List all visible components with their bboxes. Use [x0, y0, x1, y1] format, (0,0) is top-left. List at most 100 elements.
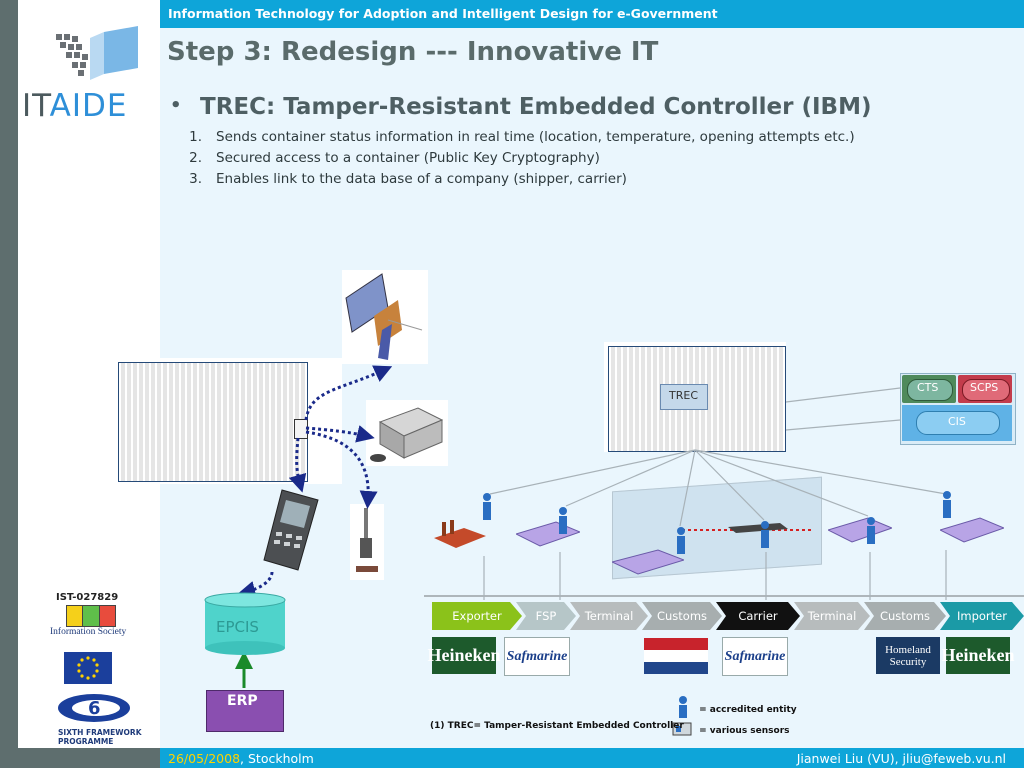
cts-button: CTS — [902, 375, 956, 403]
itaide-logo: ITAIDE — [20, 24, 156, 124]
scps-button: SCPS — [958, 375, 1012, 403]
footer-bar: 26/05/2008, Stockholm Jianwei Liu (VU), … — [160, 748, 1024, 768]
chain-step-customs-1: Customs — [642, 602, 722, 630]
chain-step-label: Customs — [656, 609, 708, 623]
framework-line1: SIXTH FRAMEWORK — [58, 728, 142, 737]
warehouse-icon-4 — [938, 516, 1006, 546]
brand-safmarine: Safmarine — [724, 648, 786, 664]
legend-sensors-text: = various sensors — [699, 726, 790, 736]
info-society-label: Information Society — [50, 627, 127, 637]
scps-label: SCPS — [970, 381, 999, 394]
brand-safmarine: Safmarine — [506, 648, 568, 664]
homeland-security-logo: Homeland Security — [876, 637, 940, 674]
antenna-icon — [356, 508, 378, 572]
gps-antenna-image — [350, 504, 384, 580]
point-2: 2. Secured access to a container (Public … — [168, 150, 600, 166]
accredited-person-icon — [758, 520, 772, 550]
accredited-person-icon — [480, 492, 494, 522]
chain-step-label: Terminal — [807, 609, 857, 623]
heineken-logo-right: Heineken — [942, 637, 1015, 674]
footer-date-text: 26/05/2008 — [168, 751, 241, 766]
legend-sensors: = various sensors — [672, 718, 790, 737]
safmarine-logo-right: Safmarine — [722, 637, 788, 676]
footer-author: Jianwei Liu (VU), jliu@feweb.vu.nl — [796, 751, 1006, 766]
netherlands-flag-icon — [644, 638, 708, 674]
brand-heineken: Heineken — [941, 645, 1015, 665]
trec-label-box: TREC — [660, 384, 708, 410]
chain-step-label: Exporter — [452, 609, 502, 623]
chain-step-fsp: FSP — [516, 602, 576, 630]
footer-left-strip — [0, 748, 160, 768]
ist-chart-icon — [66, 605, 116, 627]
cts-label: CTS — [917, 381, 939, 394]
satellite-image — [342, 270, 428, 364]
point-3-text: Enables link to the data base of a compa… — [216, 171, 627, 187]
epcis-label: EPCIS — [216, 618, 259, 636]
chain-step-terminal-1: Terminal — [570, 602, 648, 630]
chain-step-importer: Importer — [940, 602, 1024, 630]
point-3-number: 3. — [189, 171, 202, 187]
left-diagram-bg — [160, 358, 342, 484]
trec-footnote: (1) TREC= Tamper-Resistant Embedded Cont… — [430, 721, 684, 731]
point-1-number: 1. — [189, 129, 202, 145]
point-2-number: 2. — [189, 150, 202, 166]
brand-homeland-2: Security — [889, 655, 927, 668]
brand-heineken: Heineken — [427, 645, 501, 665]
header-title: Information Technology for Adoption and … — [168, 6, 718, 21]
heineken-logo-left: Heineken — [428, 637, 501, 674]
ist-logo: IST-027829 Information Society — [48, 592, 134, 640]
chain-step-carrier: Carrier — [716, 602, 800, 630]
handheld-reader-image — [252, 486, 324, 574]
legend-accredited-text: = accredited entity — [699, 704, 797, 715]
epcis-database: EPCIS — [204, 592, 286, 656]
main-bullet-text: TREC: Tamper-Resistant Embedded Controll… — [200, 94, 872, 120]
accredited-person-icon — [556, 506, 570, 536]
satellite-icon — [345, 273, 423, 360]
chain-step-label: Customs — [879, 609, 931, 623]
erp-label: ERP — [227, 693, 258, 709]
handheld-scanner-icon — [263, 489, 319, 571]
chain-step-exporter: Exporter — [432, 602, 522, 630]
sensor-box-icon — [370, 407, 444, 462]
footer-location: , Stockholm — [240, 751, 314, 766]
chain-step-terminal-2: Terminal — [794, 602, 870, 630]
framework-line2: PROGRAMME — [58, 737, 114, 746]
brand-homeland-1: Homeland — [885, 643, 931, 656]
shipping-container-image — [118, 362, 308, 482]
chain-step-label: Terminal — [584, 609, 634, 623]
warehouse-icon-1 — [514, 520, 582, 550]
legend-accredited: = accredited entity — [676, 696, 797, 718]
point-1: 1. Sends container status information in … — [168, 129, 855, 145]
logo-aide-text: AIDE — [49, 88, 128, 124]
bullet-marker: • — [170, 95, 182, 116]
chain-step-label: Importer — [957, 609, 1007, 623]
cis-label: CIS — [948, 415, 966, 428]
project-code: IST-027829 — [56, 592, 119, 603]
accredited-person-icon — [674, 526, 688, 556]
trec-label: TREC — [669, 389, 698, 402]
sidebar — [18, 0, 160, 768]
accredited-person-icon — [679, 696, 687, 718]
point-2-text: Secured access to a container (Public Ke… — [216, 150, 600, 166]
cis-button: CIS — [902, 405, 1012, 441]
footer-date: 26/05/2008, Stockholm — [168, 751, 314, 766]
safmarine-logo-left: Safmarine — [504, 637, 570, 676]
chain-step-customs-2: Customs — [864, 602, 946, 630]
factory-icon — [434, 520, 486, 550]
point-1-text: Sends container status information in re… — [216, 129, 855, 145]
erp-box: ERP — [206, 690, 284, 732]
header-bar: Information Technology for Adoption and … — [160, 0, 1024, 28]
sixth-framework-logo: 6 SIXTH FRAMEWORK PROGRAMME — [54, 690, 142, 748]
sensors-icon — [672, 722, 692, 735]
main-bullet: • TREC: Tamper-Resistant Embedded Control… — [170, 94, 871, 120]
itaide-logo-graphic-icon — [56, 26, 138, 80]
database-cylinder-icon — [204, 592, 286, 655]
warehouse-icon-3 — [826, 516, 894, 546]
point-3: 3. Enables link to the data base of a com… — [168, 171, 627, 187]
framework-6-icon: 6 — [58, 694, 130, 722]
chain-step-label: Carrier — [738, 609, 778, 623]
slide-title: Step 3: Redesign --- Innovative IT — [167, 37, 659, 67]
ship-icon — [728, 520, 788, 534]
